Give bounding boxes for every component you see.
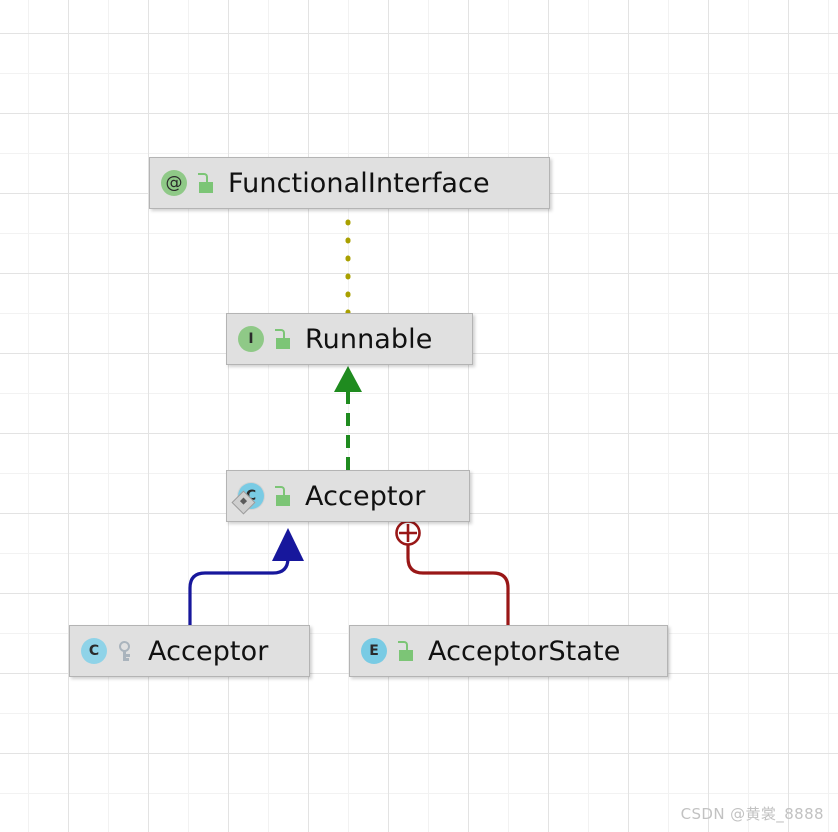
enum-icon: E xyxy=(360,637,388,665)
public-padlock-icon xyxy=(273,328,293,350)
class-icon: C xyxy=(80,637,108,665)
node-acceptor-inner[interactable]: C Acceptor xyxy=(226,470,470,522)
node-acceptor-outer[interactable]: C Acceptor xyxy=(69,625,310,677)
node-label: Acceptor xyxy=(148,635,269,667)
node-label: FunctionalInterface xyxy=(228,167,490,199)
package-private-key-icon xyxy=(116,640,136,662)
public-padlock-icon xyxy=(273,485,293,507)
annotation-icon: @ xyxy=(160,169,188,197)
edge-generalization xyxy=(188,528,304,627)
enum-icon-glyph: E xyxy=(361,638,387,664)
node-label: Runnable xyxy=(305,323,433,355)
watermark: CSDN @黄裳_8888 xyxy=(680,805,824,823)
public-padlock-icon xyxy=(196,172,216,194)
interface-icon-glyph: I xyxy=(238,326,264,352)
node-runnable[interactable]: I Runnable xyxy=(226,313,473,365)
node-label: Acceptor xyxy=(305,480,426,512)
interface-icon: I xyxy=(237,325,265,353)
public-padlock-icon xyxy=(396,640,416,662)
class-icon-glyph: C xyxy=(81,638,107,664)
edge-realization xyxy=(334,366,362,470)
annotation-icon-glyph: @ xyxy=(161,170,187,196)
node-functional-interface[interactable]: @ FunctionalInterface xyxy=(149,157,550,209)
edge-containment xyxy=(395,520,510,627)
node-label: AcceptorState xyxy=(428,635,621,667)
nested-class-icon: C xyxy=(231,482,265,515)
node-acceptor-state[interactable]: E AcceptorState xyxy=(349,625,668,677)
